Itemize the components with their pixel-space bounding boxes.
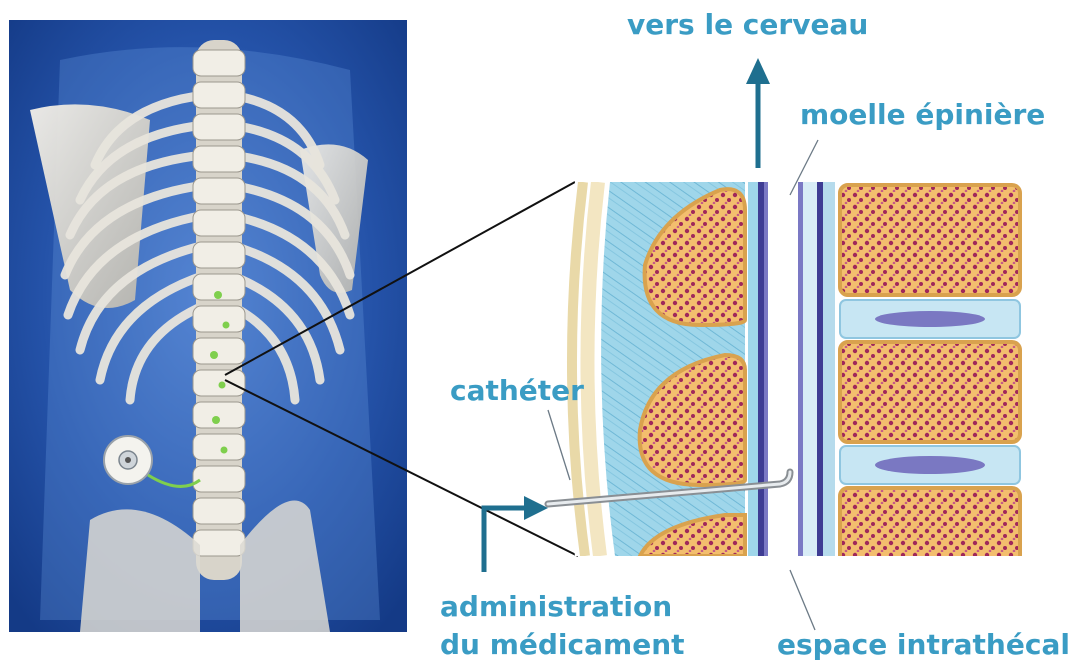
vertebral-body-3 bbox=[840, 488, 1020, 563]
dura-mater bbox=[758, 182, 764, 556]
anterior-dura bbox=[817, 182, 823, 556]
label-to-brain: vers le cerveau bbox=[627, 10, 868, 41]
vertebral-body-1 bbox=[840, 185, 1020, 295]
arachnoid bbox=[764, 182, 768, 556]
skeleton-panel bbox=[9, 20, 407, 632]
intrathecal-csf bbox=[768, 182, 798, 556]
cross-section-inset bbox=[540, 175, 1060, 565]
vertebral-body-2 bbox=[840, 342, 1020, 442]
ligament bbox=[823, 182, 835, 556]
disc-nucleus-1 bbox=[875, 311, 985, 327]
label-catheter: cathéter bbox=[450, 376, 584, 407]
delivery-arrow-icon bbox=[484, 496, 548, 572]
arrow-up-icon bbox=[746, 58, 770, 168]
label-intrathecal-space: espace intrathécal bbox=[777, 630, 1070, 661]
label-drug-delivery-line2: du médicament bbox=[440, 630, 685, 661]
label-spinal-cord: moelle épinière bbox=[800, 100, 1045, 131]
epidural-space bbox=[748, 182, 758, 556]
label-drug-delivery-line1: administration bbox=[440, 592, 672, 623]
disc-nucleus-2 bbox=[875, 456, 985, 474]
spine bbox=[193, 40, 245, 580]
spinal-cord bbox=[803, 182, 817, 556]
pia-mater bbox=[798, 182, 803, 556]
